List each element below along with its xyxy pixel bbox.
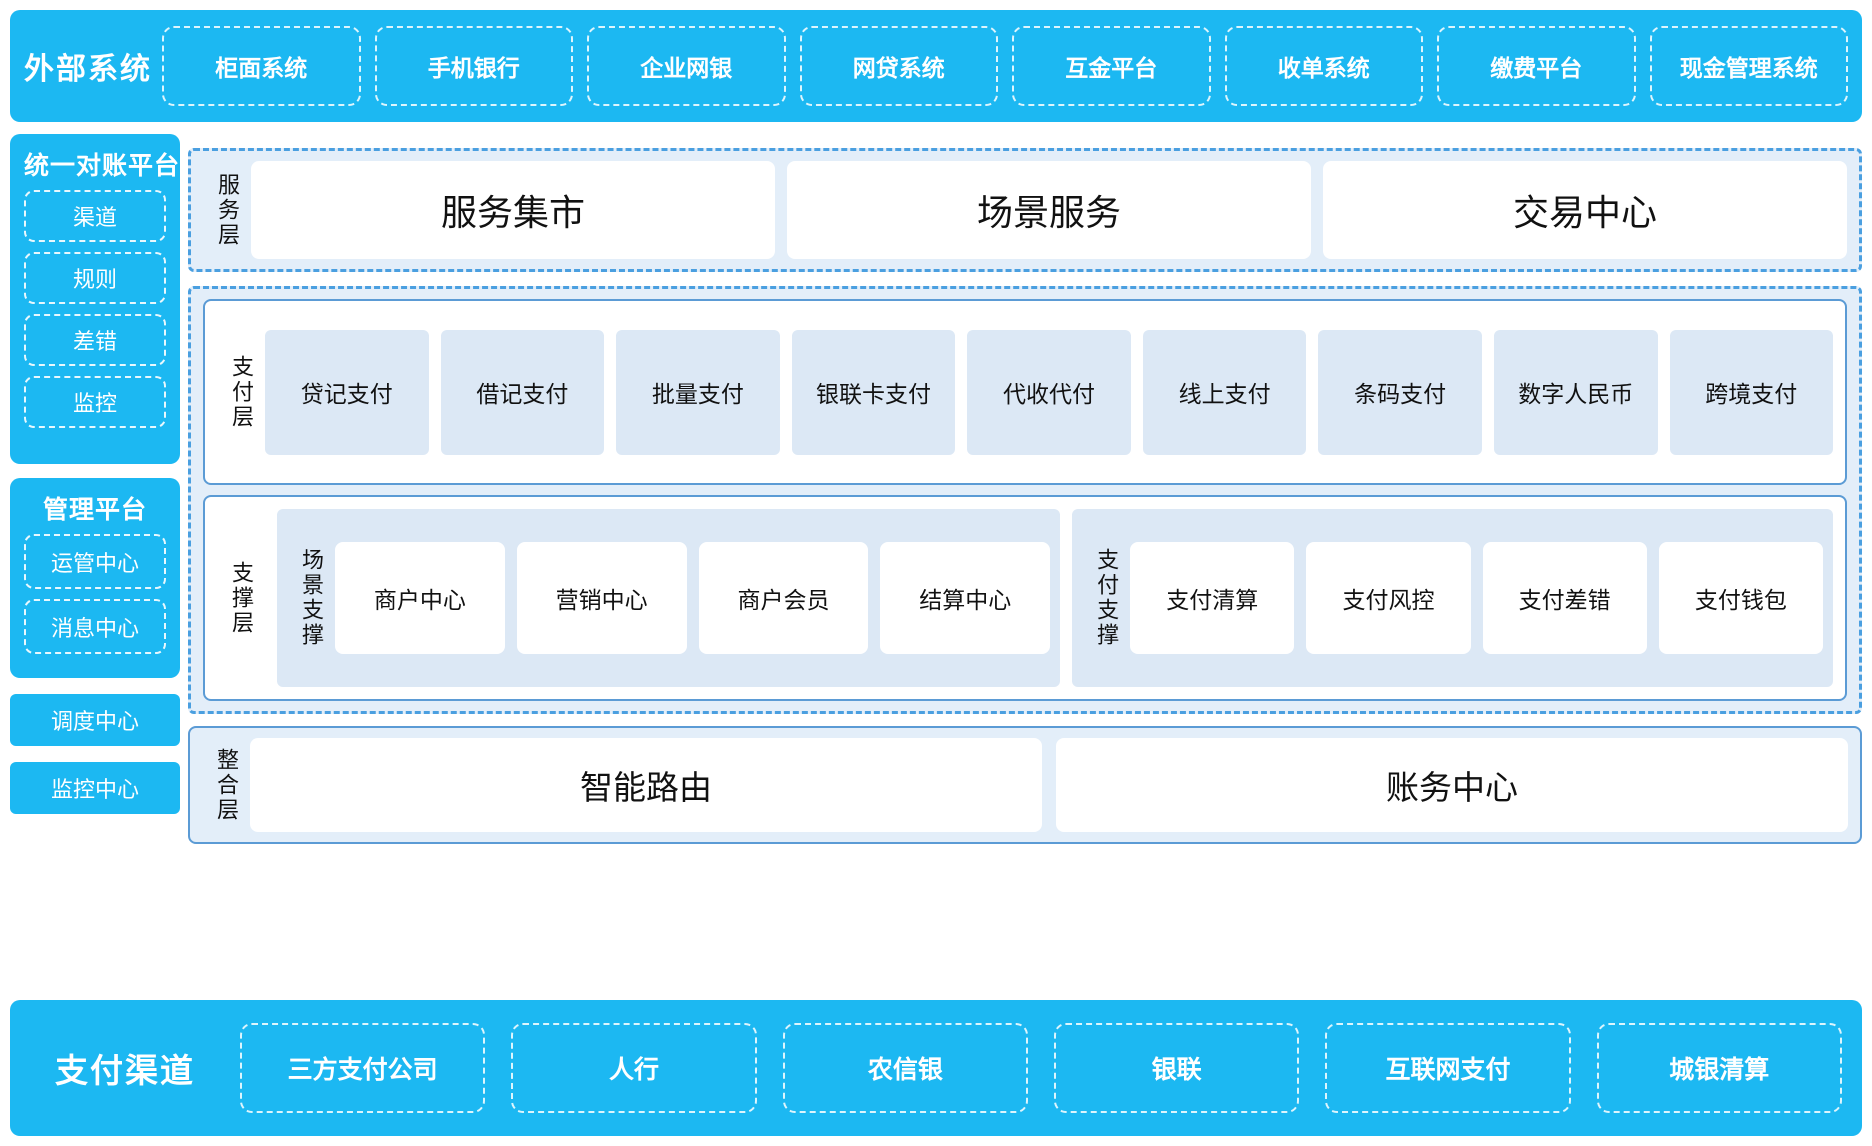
monitoring-center-block[interactable]: 监控中心 [10,762,180,814]
channel-item-third-party[interactable]: 三方支付公司 [240,1023,486,1113]
external-system-item[interactable]: 柜面系统 [162,26,361,106]
external-system-item[interactable]: 网贷系统 [799,26,998,106]
external-system-item[interactable]: 互金平台 [1012,26,1211,106]
left-rail: 统一对账平台 渠道 规则 差错 监控 管理平台 运管中心 消息中心 调度中心 监… [10,134,180,990]
reconcile-item-rule[interactable]: 规则 [24,252,166,304]
payment-support-subgroup: 支付支撑 支付清算 支付风控 支付差错 支付钱包 [1072,509,1833,687]
pay-support-item-wallet[interactable]: 支付钱包 [1658,542,1823,654]
payment-item-unionpay-card[interactable]: 银联卡支付 [791,329,956,455]
service-item-marketplace[interactable]: 服务集市 [251,161,775,259]
service-item-scenario[interactable]: 场景服务 [787,161,1311,259]
channel-item-unionpay[interactable]: 银联 [1053,1023,1300,1113]
payment-channels-title: 支付渠道 [55,1052,195,1089]
service-layer-label: 服务层 [215,172,240,248]
scheduling-center-block[interactable]: 调度中心 [10,694,180,746]
reconcile-item-channel[interactable]: 渠道 [24,190,166,242]
service-item-transaction-center[interactable]: 交易中心 [1323,161,1847,259]
service-layer-group: 服务层 服务集市 场景服务 交易中心 [188,148,1862,272]
platform-middle-zone: 统一对账平台 渠道 规则 差错 监控 管理平台 运管中心 消息中心 调度中心 监… [10,134,1862,990]
external-systems-bar: 外部系统 柜面系统 手机银行 企业网银 网贷系统 互金平台 收单系统 缴费平台 … [10,10,1862,122]
scene-item-merchant-member[interactable]: 商户会员 [698,542,869,654]
payment-channels-list: 三方支付公司 人行 农信银 银联 互联网支付 城银清算 [240,1023,1862,1113]
payment-item-batch[interactable]: 批量支付 [616,329,780,455]
payment-item-collection-payment[interactable]: 代收代付 [967,329,1131,455]
external-systems-title: 外部系统 [24,53,152,86]
integration-layer-label: 整合层 [214,747,239,823]
external-system-item[interactable]: 企业网银 [587,26,786,106]
payment-item-digital-rmb[interactable]: 数字人民币 [1493,329,1658,455]
scene-support-label: 场景支撑 [299,548,324,648]
external-system-item[interactable]: 现金管理系统 [1649,26,1848,106]
scene-support-items: 商户中心 营销中心 商户会员 结算中心 [335,517,1051,679]
payment-item-credit[interactable]: 贷记支付 [265,329,429,455]
pay-support-item-risk-control[interactable]: 支付风控 [1306,542,1471,654]
channel-item-pboc[interactable]: 人行 [511,1023,757,1113]
channel-item-rcbank[interactable]: 农信银 [782,1023,1028,1113]
management-platform-panel: 管理平台 运管中心 消息中心 [10,478,180,678]
payment-item-barcode[interactable]: 条码支付 [1318,329,1482,455]
service-layer-items: 服务集市 场景服务 交易中心 [251,161,1847,259]
external-system-item[interactable]: 收单系统 [1224,26,1423,106]
scene-support-subgroup: 场景支撑 商户中心 营销中心 商户会员 结算中心 [277,509,1061,687]
channel-item-internet-payment[interactable]: 互联网支付 [1325,1023,1571,1113]
reconcile-platform-panel: 统一对账平台 渠道 规则 差错 监控 [10,134,180,464]
payment-layer-items: 贷记支付 借记支付 批量支付 银联卡支付 代收代付 线上支付 条码支付 数字人民… [265,311,1834,473]
reconcile-platform-title: 统一对账平台 [24,152,181,180]
pay-support-item-error[interactable]: 支付差错 [1482,542,1647,654]
payment-support-group: 支付层 贷记支付 借记支付 批量支付 银联卡支付 代收代付 线上支付 条码支付 … [188,286,1862,714]
scene-item-merchant-center[interactable]: 商户中心 [335,542,505,654]
integration-item-accounting-center[interactable]: 账务中心 [1056,738,1848,832]
layers-zone: 服务层 服务集市 场景服务 交易中心 支付层 贷记支付 借记支付 批量支付 银联… [188,134,1862,990]
pay-support-item-clearing[interactable]: 支付清算 [1130,542,1295,654]
channel-item-city-bank-clearing[interactable]: 城银清算 [1596,1023,1842,1113]
reconcile-item-error[interactable]: 差错 [24,314,166,366]
external-system-item[interactable]: 手机银行 [374,26,573,106]
scene-item-marketing-center[interactable]: 营销中心 [516,542,687,654]
payment-item-debit[interactable]: 借记支付 [440,329,605,455]
scene-item-settlement-center[interactable]: 结算中心 [880,542,1051,654]
manage-item-operations-center[interactable]: 运管中心 [24,534,166,589]
integration-layer-items: 智能路由 账务中心 [250,738,1848,832]
integration-layer-group: 整合层 智能路由 账务中心 [188,726,1862,844]
payment-layer-box: 支付层 贷记支付 借记支付 批量支付 银联卡支付 代收代付 线上支付 条码支付 … [203,299,1847,485]
manage-item-message-center[interactable]: 消息中心 [24,599,166,654]
external-system-item[interactable]: 缴费平台 [1437,26,1636,106]
support-layer-label: 支撑层 [229,560,254,636]
payment-layer-label: 支付层 [229,354,254,430]
payment-support-label: 支付支撑 [1094,548,1120,648]
payment-item-cross-border[interactable]: 跨境支付 [1669,329,1834,455]
management-platform-title: 管理平台 [42,496,147,524]
external-systems-list: 柜面系统 手机银行 企业网银 网贷系统 互金平台 收单系统 缴费平台 现金管理系… [158,26,1862,106]
support-layer-box: 支撑层 场景支撑 商户中心 营销中心 商户会员 结算中心 支付支撑 [203,495,1847,701]
payment-channels-bar: 支付渠道 三方支付公司 人行 农信银 银联 互联网支付 城银清算 [10,1000,1862,1136]
integration-item-smart-routing[interactable]: 智能路由 [250,738,1042,832]
payment-item-online[interactable]: 线上支付 [1142,329,1307,455]
reconcile-item-monitor[interactable]: 监控 [24,376,166,428]
payment-support-items: 支付清算 支付风控 支付差错 支付钱包 [1130,517,1823,679]
